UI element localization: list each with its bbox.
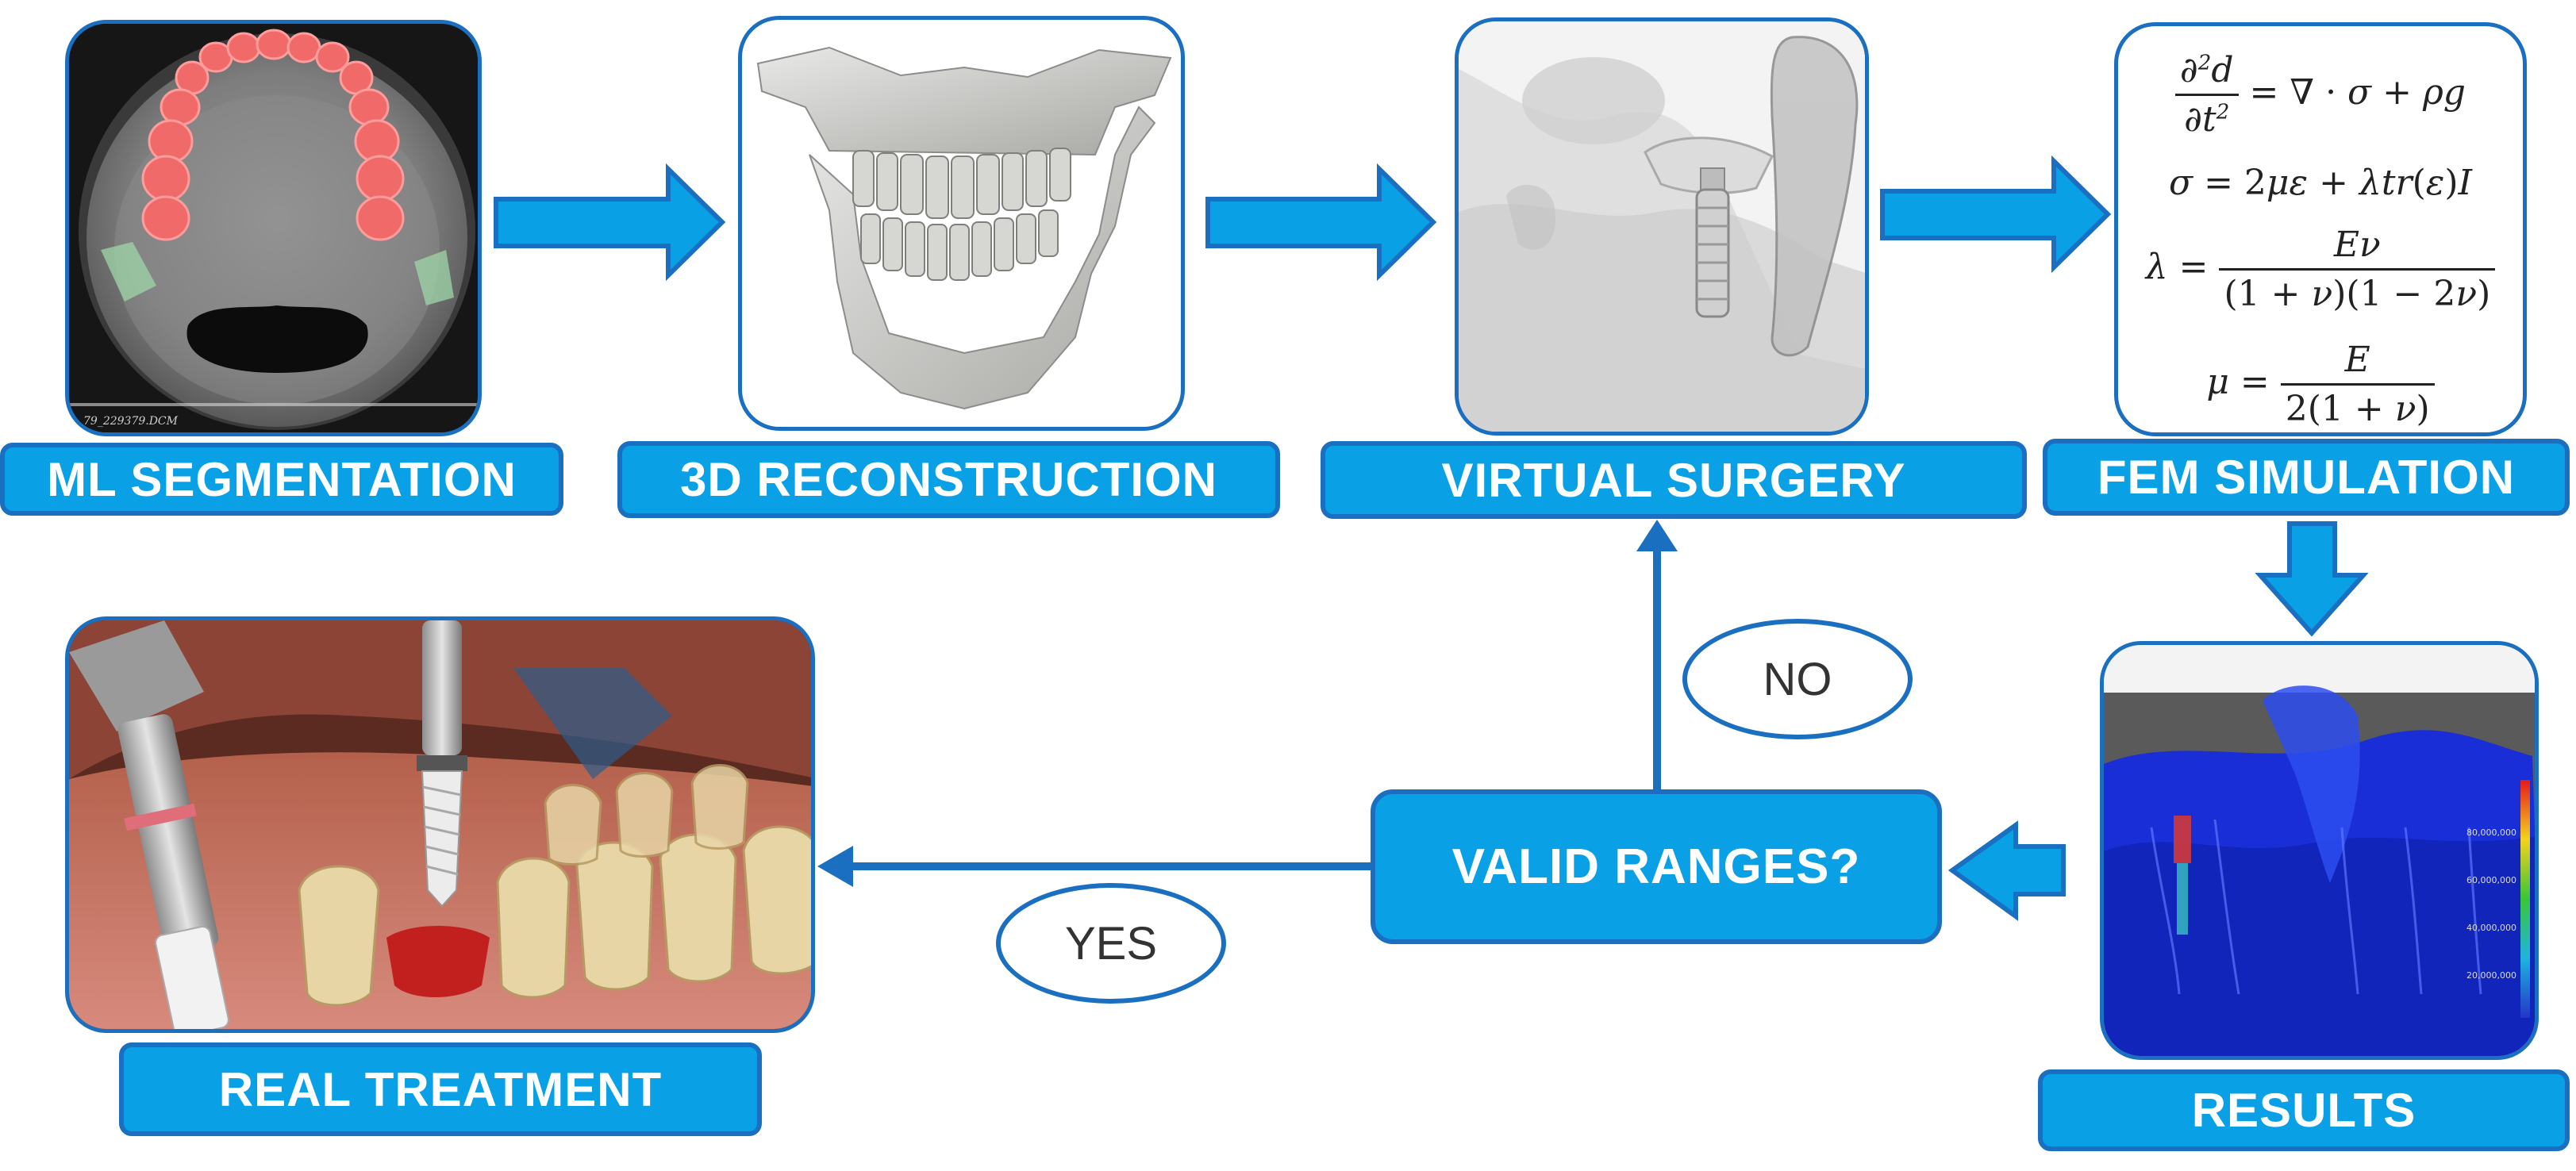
arrow-seg-to-recon	[494, 163, 726, 282]
jaw-skull-image	[756, 46, 1172, 410]
label-3d-reconstruction: 3D RECONSTRUCTION	[617, 441, 1280, 518]
arrow-recon-to-surgery	[1205, 163, 1437, 282]
fem-equations-panel: ∂2d∂t2 = ∇ · σ + ρg σ = 2με + λtr(ε)I λ …	[2114, 22, 2527, 436]
ct-scan-image: 79_229379.DCM	[69, 24, 478, 432]
results-tick-1: 80,000,000	[2466, 827, 2516, 838]
real-treatment-panel	[65, 616, 815, 1033]
decision-valid-ranges: VALID RANGES?	[1371, 789, 1942, 944]
stress-results-image: 80,000,000 60,000,000 40,000,000 20,000,…	[2104, 645, 2535, 1056]
ct-caption: 79_229379.DCM	[83, 415, 179, 428]
real-treatment-photo	[69, 620, 811, 1029]
label-fem-simulation: FEM SIMULATION	[2043, 439, 2570, 516]
label-real-treatment: REAL TREATMENT	[119, 1042, 762, 1136]
arrow-fem-to-results	[2255, 521, 2369, 637]
results-tick-2: 60,000,000	[2466, 875, 2516, 885]
label-ml-segmentation: ML SEGMENTATION	[0, 443, 563, 516]
label-results: RESULTS	[2038, 1069, 2570, 1151]
equation-motion: ∂2d∂t2 = ∇ · σ + ρg	[2118, 50, 2523, 140]
arrow-results-to-decision	[1947, 820, 2066, 921]
reconstruction-panel	[738, 16, 1185, 431]
ct-scan-panel: 79_229379.DCM	[65, 20, 482, 436]
decision-yes-oval: YES	[996, 883, 1226, 1004]
arrow-yes-head	[817, 846, 853, 887]
results-panel: 80,000,000 60,000,000 40,000,000 20,000,…	[2100, 641, 2539, 1060]
results-tick-4: 20,000,000	[2466, 970, 2516, 981]
label-virtual-surgery: VIRTUAL SURGERY	[1321, 441, 2027, 519]
virtual-surgery-image	[1459, 21, 1865, 432]
arrow-surgery-to-fem	[1880, 155, 2112, 274]
decision-no-oval: NO	[1682, 619, 1913, 739]
equation-stress: σ = 2με + λtr(ε)I	[2169, 163, 2472, 203]
arrow-no-head	[1636, 520, 1678, 551]
virtual-surgery-panel	[1455, 17, 1869, 436]
equation-lambda: λ = Eν(1 + ν)(1 − 2ν)	[2118, 225, 2523, 314]
results-tick-3: 40,000,000	[2466, 923, 2516, 933]
